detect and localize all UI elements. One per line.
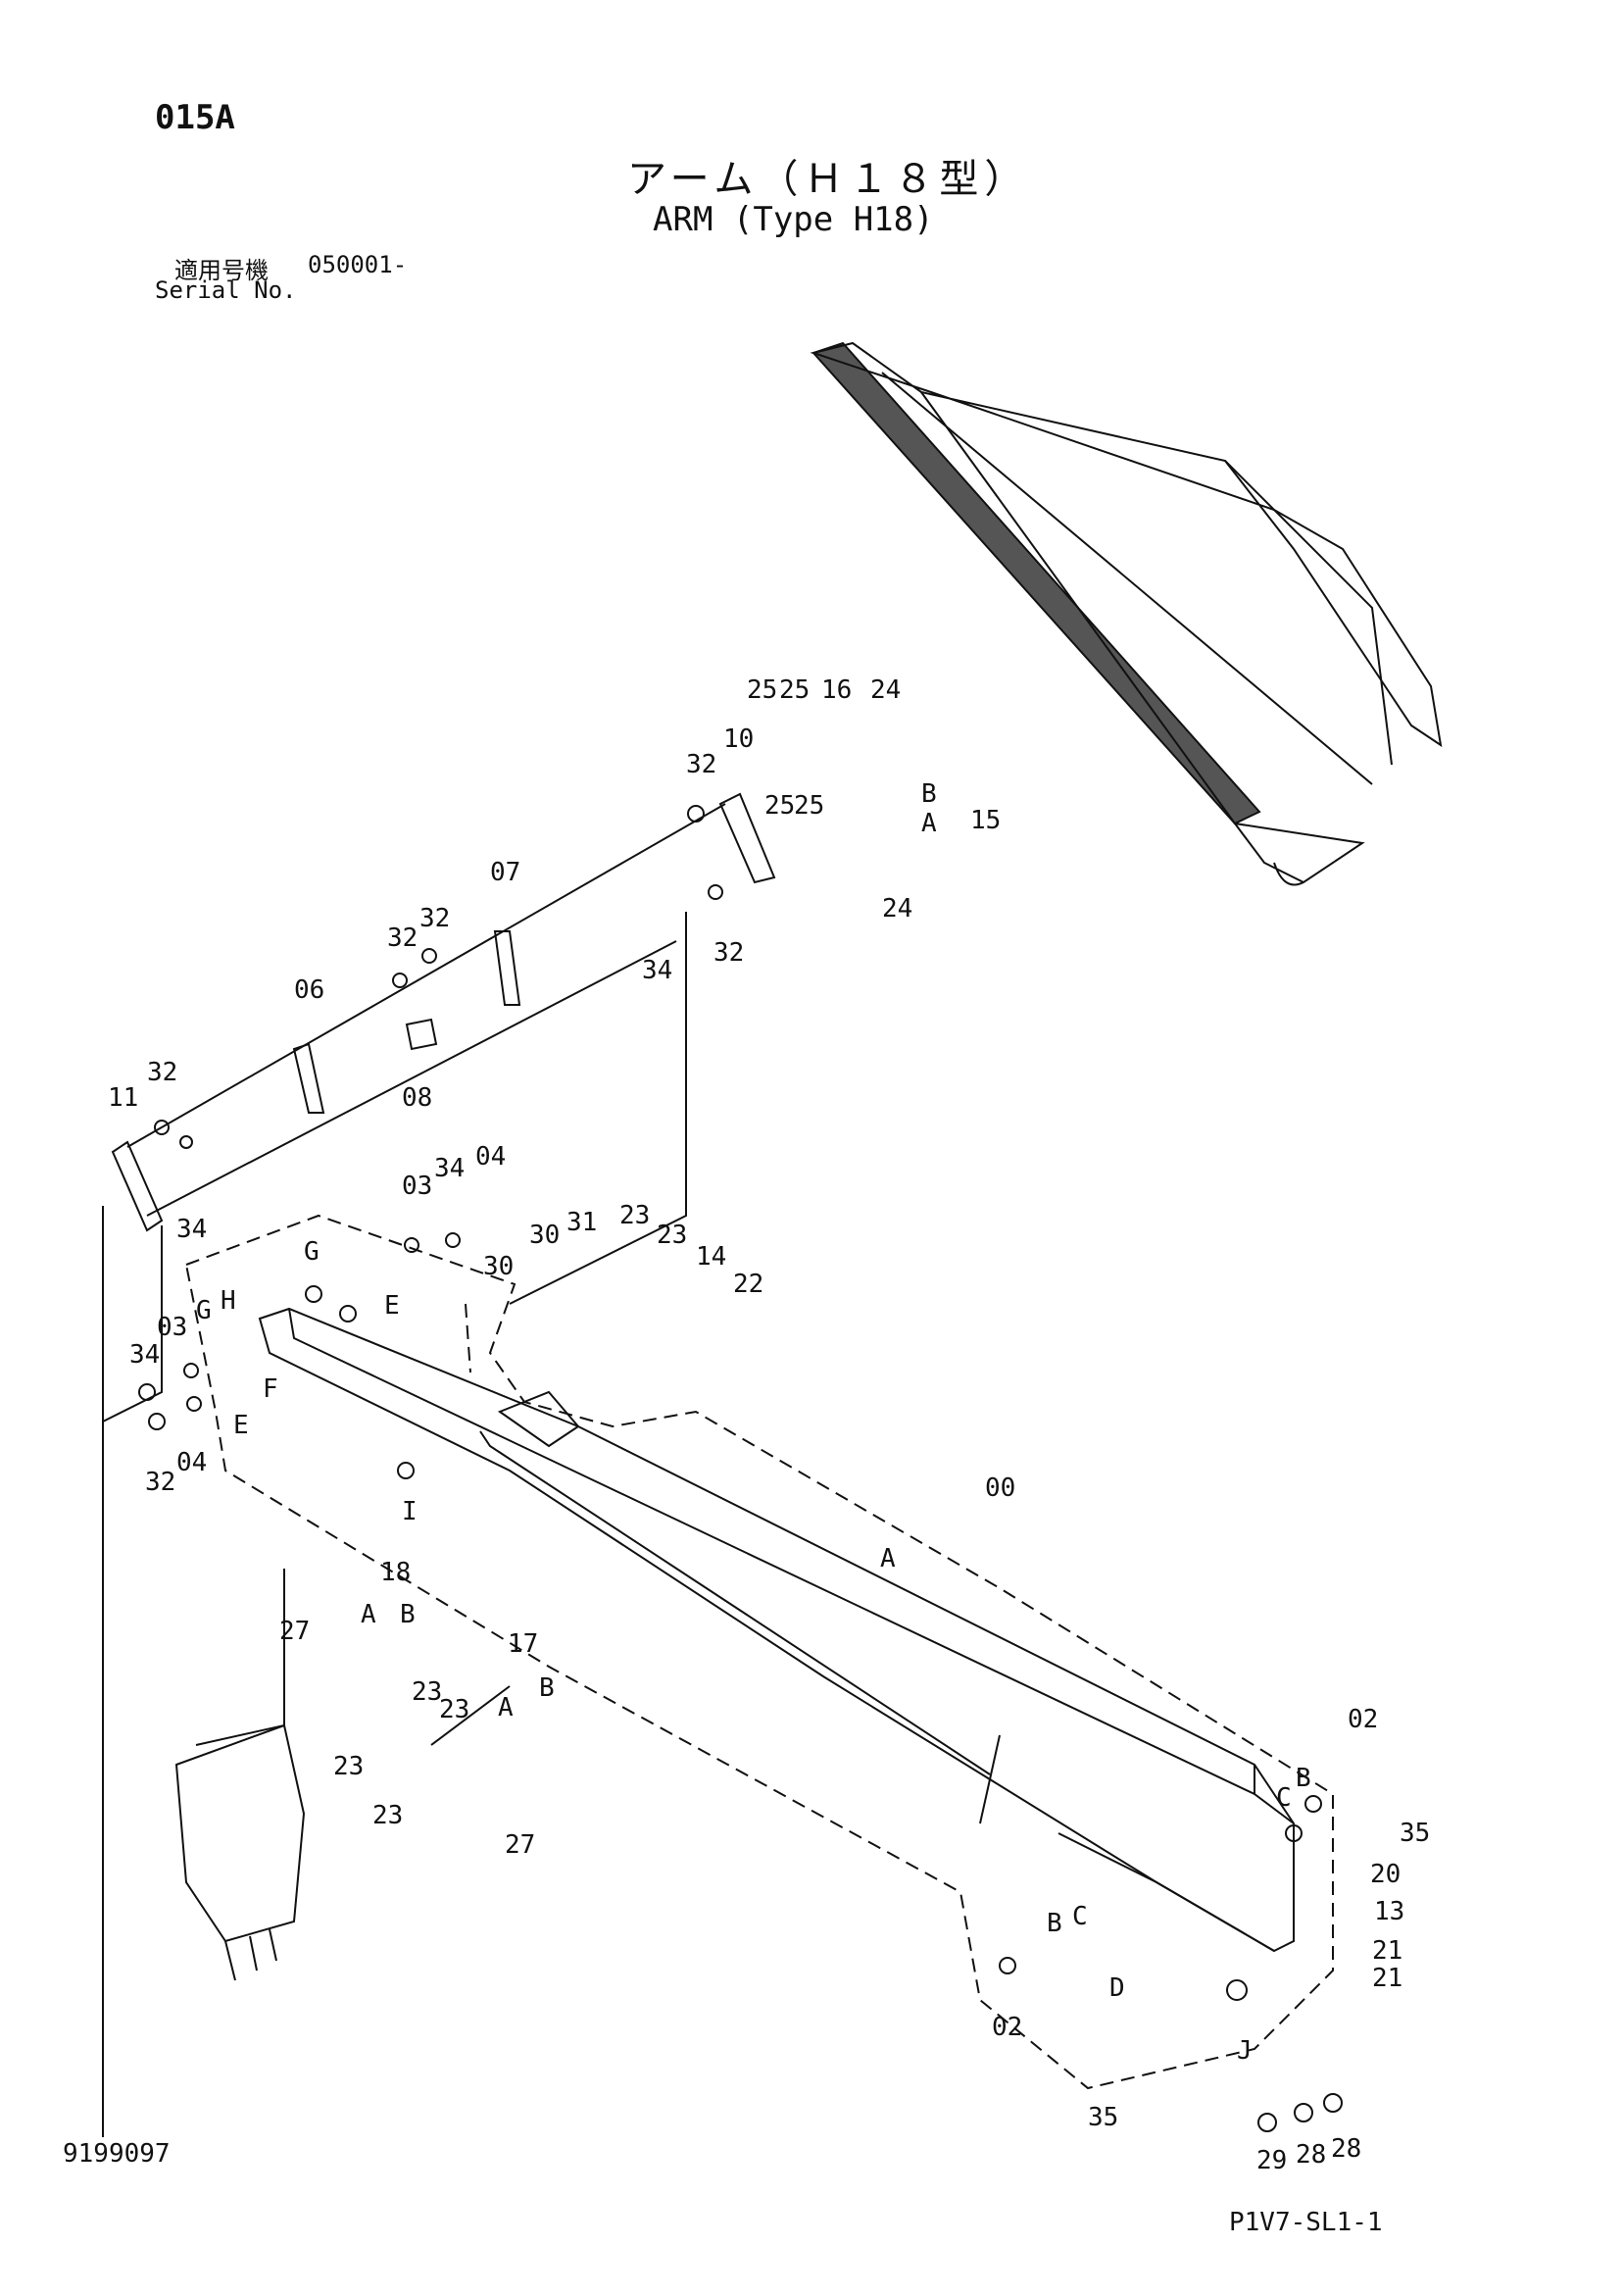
callout-label: 08 bbox=[402, 1083, 432, 1113]
callout-label: A bbox=[921, 809, 937, 838]
callout-label: 14 bbox=[696, 1242, 726, 1272]
callout-label: A bbox=[361, 1600, 376, 1629]
callout-label: 34 bbox=[129, 1340, 160, 1370]
callout-label: 32 bbox=[686, 750, 716, 779]
callout-label: F bbox=[263, 1374, 278, 1404]
callout-label: 32 bbox=[387, 923, 418, 953]
serial-label-japanese: 適用号機 bbox=[174, 257, 269, 284]
dashed-boundary bbox=[184, 1214, 1334, 2090]
callout-label: 32 bbox=[145, 1468, 175, 1497]
callout-label: 18 bbox=[380, 1558, 411, 1587]
callout-label: 25 bbox=[794, 791, 824, 821]
part-symbols bbox=[138, 805, 1343, 2132]
callout-label: 11 bbox=[108, 1083, 138, 1113]
callout-label: 22 bbox=[733, 1270, 763, 1299]
document-number: 9199097 bbox=[63, 2139, 171, 2169]
callout-label: 32 bbox=[147, 1058, 177, 1087]
callout-label: 34 bbox=[176, 1215, 207, 1244]
serial-label-english: Serial No. bbox=[155, 276, 297, 304]
callout-label: E bbox=[233, 1411, 249, 1440]
callout-label: B bbox=[400, 1600, 416, 1629]
callout-label: 16 bbox=[821, 675, 852, 705]
sheet-code: P1V7-SL1-1 bbox=[1229, 2208, 1383, 2237]
callout-label: 21 bbox=[1372, 1964, 1402, 1993]
callout-label: 30 bbox=[483, 1252, 514, 1281]
title-english: ARM (Type H18) bbox=[653, 200, 934, 239]
callout-label: 13 bbox=[1374, 1897, 1404, 1926]
callout-label: B bbox=[921, 779, 937, 809]
callout-label: 23 bbox=[619, 1201, 650, 1230]
callout-label: C bbox=[1072, 1902, 1088, 1931]
callout-label: 25 bbox=[779, 675, 810, 705]
title-japanese: アーム（Ｈ１８型） bbox=[627, 157, 1030, 202]
page-code: 015A bbox=[155, 98, 235, 137]
callout-label: 03 bbox=[402, 1172, 432, 1201]
callout-label: A bbox=[498, 1693, 514, 1722]
callout-label: 25 bbox=[747, 675, 777, 705]
callout-label: 15 bbox=[970, 806, 1001, 835]
callout-label: 32 bbox=[419, 904, 450, 933]
callout-label: 23 bbox=[657, 1221, 687, 1250]
callout-label: 23 bbox=[372, 1801, 403, 1830]
callout-label: 35 bbox=[1400, 1819, 1430, 1848]
callout-label: 07 bbox=[490, 858, 520, 887]
callout-label: 17 bbox=[508, 1629, 538, 1659]
callout-label: J bbox=[1237, 2036, 1253, 2066]
excavator-overview-illustration bbox=[810, 341, 1443, 886]
callout-label: 28 bbox=[1296, 2140, 1326, 2170]
callout-label: 23 bbox=[439, 1695, 469, 1724]
callout-label: C bbox=[1276, 1783, 1292, 1813]
link-assembly bbox=[111, 792, 776, 1232]
callout-label: 35 bbox=[1088, 2103, 1118, 2132]
callout-label: 29 bbox=[1256, 2146, 1287, 2175]
callout-label: 24 bbox=[870, 675, 901, 705]
callout-label: G bbox=[304, 1237, 320, 1267]
callout-label: 03 bbox=[157, 1313, 187, 1342]
callout-label: 02 bbox=[992, 2013, 1022, 2042]
callout-label: A bbox=[880, 1544, 896, 1573]
callout-label: G bbox=[196, 1296, 212, 1325]
callout-label: B bbox=[1047, 1909, 1062, 1938]
callout-label: 23 bbox=[333, 1752, 364, 1781]
callout-label: B bbox=[1296, 1764, 1311, 1793]
callout-label: 20 bbox=[1370, 1860, 1401, 1889]
callout-label: 27 bbox=[505, 1830, 535, 1860]
callout-label: 04 bbox=[475, 1142, 506, 1172]
callout-label: 25 bbox=[764, 791, 795, 821]
arm-body bbox=[258, 1307, 1295, 1953]
callout-label: 04 bbox=[176, 1448, 207, 1477]
callout-label: B bbox=[539, 1673, 555, 1703]
callout-label: D bbox=[1109, 1973, 1125, 2003]
callout-label: 21 bbox=[1372, 1936, 1402, 1966]
callout-label: 34 bbox=[434, 1154, 465, 1183]
callout-label: H bbox=[221, 1286, 236, 1316]
leader-lines bbox=[102, 912, 687, 2137]
callout-label: 31 bbox=[566, 1208, 597, 1237]
callout-label: I bbox=[402, 1497, 418, 1526]
callout-label: 27 bbox=[279, 1617, 310, 1646]
serial-number-value: 050001- bbox=[308, 251, 408, 278]
callout-label: 02 bbox=[1348, 1705, 1378, 1734]
callout-label: E bbox=[384, 1291, 400, 1321]
callout-label: 34 bbox=[642, 956, 672, 985]
callout-label: 10 bbox=[723, 724, 754, 754]
bucket-illustration bbox=[174, 1723, 306, 1981]
callout-label: 06 bbox=[294, 975, 324, 1005]
callout-label: 30 bbox=[529, 1221, 560, 1250]
callout-label: 28 bbox=[1331, 2134, 1361, 2164]
callout-label: 32 bbox=[713, 938, 744, 968]
callout-label: 00 bbox=[985, 1473, 1015, 1503]
callout-label: 24 bbox=[882, 894, 912, 923]
callout-label: 23 bbox=[412, 1677, 442, 1707]
